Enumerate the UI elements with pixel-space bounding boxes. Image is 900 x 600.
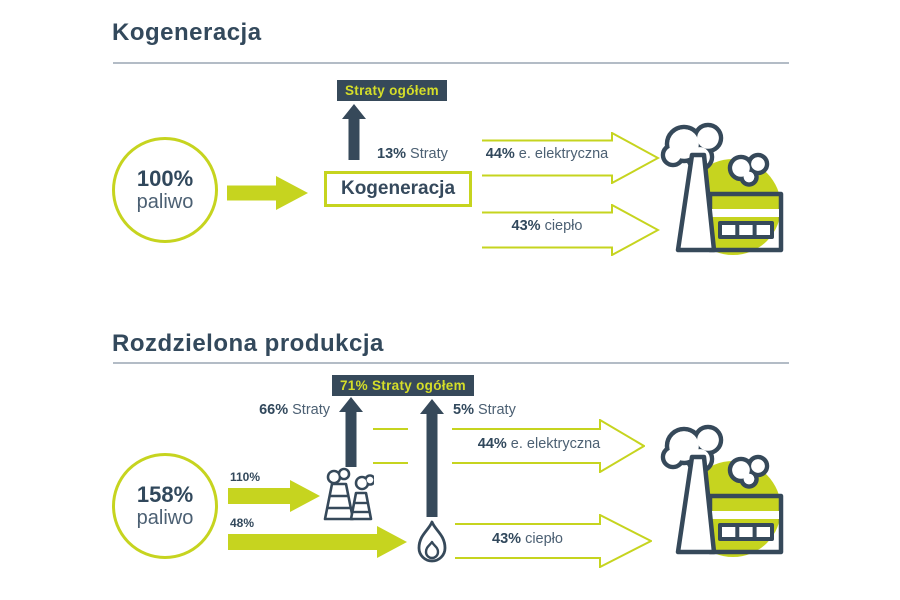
fuel-input-circle: 158% paliwo: [112, 453, 218, 559]
fuel-label: paliwo: [136, 507, 194, 530]
fuel-pct: 100%: [136, 165, 194, 191]
badge-label: Straty ogółem: [371, 378, 466, 393]
loss-left-pct: 66%: [259, 402, 289, 418]
output-electric-label-top: 44%e. elektryczna: [482, 146, 612, 163]
factory-icon: [660, 424, 784, 557]
electric-pct: 44%: [477, 436, 507, 452]
loss-text: Straty: [410, 146, 448, 162]
total-losses-badge: Straty ogółem: [337, 80, 447, 101]
electric-pct: 44%: [485, 146, 515, 162]
heat-text: ciepło: [544, 218, 583, 234]
section-divider: [113, 362, 789, 364]
loss-label-top: 13%Straty: [377, 146, 448, 163]
loss-label-right: 5%Straty: [453, 402, 516, 419]
flow-arrow-icon: [227, 176, 308, 210]
heat-text: ciepło: [525, 531, 563, 547]
section-title-separate-production: Rozdzielona produkcja: [112, 330, 384, 357]
loss-pct: 13%: [377, 146, 407, 162]
factory-icon: [660, 122, 784, 255]
cogeneration-process-box: Kogeneracja: [324, 171, 472, 207]
flame-icon: [417, 520, 447, 563]
output-heat-label-top: 43%ciepło: [482, 218, 612, 235]
loss-right-pct: 5%: [453, 402, 474, 418]
heat-pct: 43%: [492, 531, 522, 547]
total-losses-badge: 71% Straty ogółem: [332, 375, 474, 396]
electric-text: e. elektryczna: [518, 146, 609, 162]
output-electric-label-bottom: 44%e. elektryczna: [449, 436, 629, 453]
section-divider: [113, 62, 789, 64]
flow-electric-pct: 110%: [230, 470, 261, 484]
badge-pct: 71%: [340, 378, 368, 393]
fuel-pct: 158%: [136, 481, 194, 507]
output-heat-label-bottom: 43%ciepło: [455, 531, 600, 548]
up-arrow-icon: [339, 397, 363, 467]
flow-arrow-icon: [228, 526, 407, 558]
flow-heat-pct: 48%: [230, 516, 255, 530]
fuel-input-circle: 100% paliwo: [112, 137, 218, 243]
power-plant-icon: [323, 467, 374, 521]
output-arrow-electric-icon: [482, 132, 660, 184]
loss-left-text: Straty: [292, 402, 330, 418]
electric-text: e. elektryczna: [510, 436, 601, 452]
loss-label-left: 66%Straty: [230, 402, 330, 419]
output-arrow-heat-icon: [455, 514, 652, 568]
up-arrow-icon: [342, 104, 366, 160]
badge-label: Straty ogółem: [345, 83, 439, 98]
fuel-label: paliwo: [136, 191, 194, 214]
flow-arrow-icon: [228, 480, 320, 512]
output-arrow-heat-icon: [482, 204, 660, 256]
heat-pct: 43%: [511, 218, 541, 234]
process-box-label: Kogeneracja: [340, 178, 456, 199]
loss-right-text: Straty: [477, 402, 516, 418]
up-arrow-icon: [420, 399, 444, 517]
section-title-cogeneration: Kogeneracja: [112, 19, 262, 46]
